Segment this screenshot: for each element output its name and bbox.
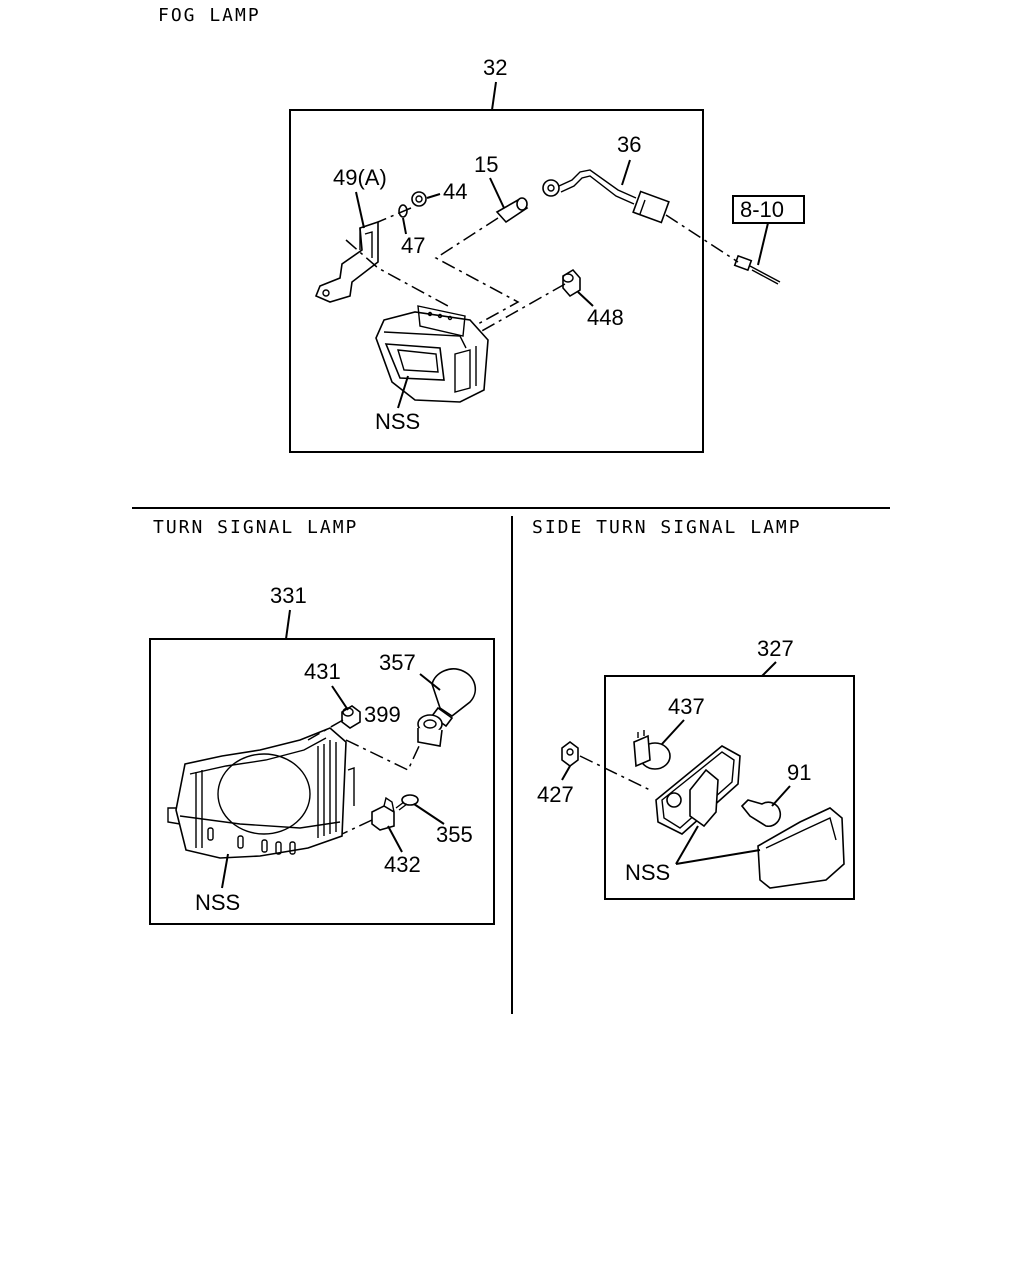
fog-leader-assembly — [491, 81, 497, 111]
turn-label-assembly[interactable]: 331 — [270, 583, 307, 608]
turn-signal-title: TURN SIGNAL LAMP — [153, 517, 358, 538]
side-leader-socket — [661, 719, 685, 745]
side-label-nss[interactable]: NSS — [625, 860, 670, 885]
turn-clip-432[interactable] — [371, 796, 395, 831]
fog-nut-44[interactable] — [411, 191, 427, 207]
side-dashline-nut — [579, 755, 651, 791]
turn-signal-section: TURN SIGNAL LAMP 331 NSS 431 — [149, 517, 495, 925]
fog-dashline-nut — [377, 207, 412, 223]
side-lamp-housing[interactable] — [655, 745, 741, 835]
turn-leader-nss — [221, 853, 229, 889]
fog-grommet-448[interactable] — [562, 268, 581, 298]
side-nut-427[interactable] — [561, 741, 579, 767]
fog-bulb-15[interactable] — [495, 197, 529, 224]
fog-leader-washer — [402, 217, 407, 235]
fog-label-bulb[interactable]: 15 — [474, 152, 498, 177]
turn-dashline-clip — [341, 819, 373, 835]
fog-lamp-frame — [289, 109, 704, 453]
turn-lamp-lens[interactable] — [167, 727, 355, 859]
turn-label-bulb[interactable]: 357 — [379, 650, 416, 675]
turn-leader-bulb — [419, 673, 441, 691]
side-bulb-91[interactable] — [740, 799, 782, 828]
fog-leader-bulb — [489, 177, 505, 209]
turn-leader-assembly — [285, 609, 291, 640]
fog-lamp-housing[interactable] — [375, 305, 489, 403]
side-leader-nss-housing — [675, 825, 699, 865]
fog-dashline-bulb — [434, 217, 520, 325]
fog-label-bracket[interactable]: 49(A) — [333, 165, 387, 190]
turn-label-grommet[interactable]: 431 — [304, 659, 341, 684]
side-leader-bulb — [771, 785, 791, 807]
turn-leader-clip — [387, 825, 403, 853]
turn-label-socket[interactable]: 399 — [364, 702, 401, 727]
fog-leader-bracket — [355, 191, 365, 229]
fog-harness-36[interactable] — [542, 169, 670, 224]
turn-dashline-socket — [345, 739, 421, 772]
fog-label-grommet[interactable]: 448 — [587, 305, 624, 330]
fog-label-nss[interactable]: NSS — [375, 409, 420, 434]
fog-bracket[interactable] — [314, 220, 379, 303]
fog-label-nut[interactable]: 44 — [443, 179, 467, 204]
turn-leader-screw — [413, 803, 445, 825]
fog-leader-nut — [426, 193, 441, 199]
turn-label-clip[interactable]: 432 — [384, 852, 421, 877]
fog-label-assembly[interactable]: 32 — [483, 55, 507, 80]
turn-grommet-431[interactable] — [341, 705, 361, 729]
side-label-socket[interactable]: 437 — [668, 694, 705, 719]
fog-leader-harness — [621, 159, 631, 186]
fog-lamp-section: FOG LAMP 32 49(A) 44 47 15 — [158, 5, 805, 453]
turn-dashline-grommet — [307, 719, 344, 741]
fog-leader-grommet — [577, 291, 594, 307]
fog-ref-connector — [733, 254, 781, 285]
side-turn-signal-section: SIDE TURN SIGNAL LAMP 327 427 437 — [532, 517, 855, 900]
turn-socket-399[interactable] — [417, 714, 443, 747]
side-leader-nut — [561, 765, 571, 781]
fog-ref-box — [732, 195, 805, 224]
fog-label-washer[interactable]: 47 — [401, 233, 425, 258]
side-leader-nss-lens — [675, 849, 761, 865]
fog-label-harness[interactable]: 36 — [617, 132, 641, 157]
fog-leader-nss — [397, 375, 409, 409]
fog-lamp-title: FOG LAMP — [158, 5, 261, 26]
turn-label-screw[interactable]: 355 — [436, 822, 473, 847]
side-lamp-lens[interactable] — [757, 807, 845, 889]
fog-dashline-grommet — [479, 283, 566, 333]
side-lamp-frame — [604, 675, 855, 900]
side-label-nut[interactable]: 427 — [537, 782, 574, 807]
side-leader-assembly — [761, 661, 777, 677]
fog-leader-ref — [757, 222, 769, 266]
turn-lamp-frame — [149, 638, 495, 925]
side-label-bulb[interactable]: 91 — [787, 760, 811, 785]
turn-label-nss[interactable]: NSS — [195, 890, 240, 915]
turn-leader-grommet — [331, 685, 349, 711]
side-turn-signal-title: SIDE TURN SIGNAL LAMP — [532, 517, 802, 538]
side-socket-437[interactable] — [633, 730, 671, 770]
fog-label-ref[interactable]: 8-10 — [740, 197, 784, 222]
side-label-assembly[interactable]: 327 — [757, 636, 794, 661]
turn-screw-355[interactable] — [395, 794, 419, 811]
turn-bulb-357[interactable] — [430, 668, 477, 728]
